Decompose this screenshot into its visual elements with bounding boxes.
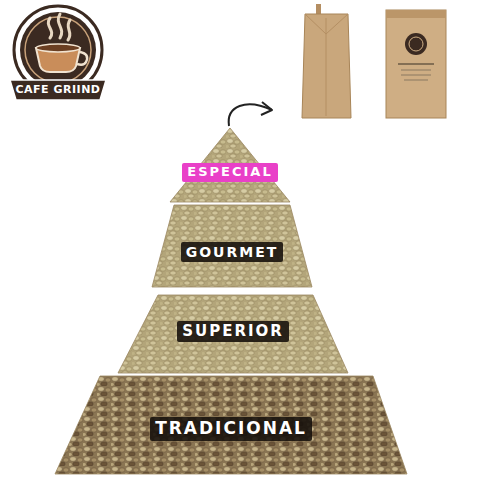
pyramid-tier: TRADICIONAL bbox=[55, 376, 407, 474]
bean-heap bbox=[55, 376, 407, 474]
tier-label-row: GOURMET bbox=[152, 242, 312, 262]
pyramid-tier: GOURMET bbox=[152, 205, 312, 287]
logo bbox=[10, 6, 106, 100]
pyramid-tier: SUPERIOR bbox=[118, 295, 348, 373]
tier-label: GOURMET bbox=[181, 242, 284, 262]
tier-label-row: TRADICIONAL bbox=[55, 417, 407, 441]
tier-label: ESPECIAL bbox=[182, 163, 277, 182]
coffee-bags bbox=[302, 4, 446, 118]
bean-heap bbox=[152, 205, 312, 287]
tier-label-row: SUPERIOR bbox=[118, 321, 348, 342]
bean-heap bbox=[118, 295, 348, 373]
logo-text: CAFE GRIIND bbox=[12, 83, 104, 96]
tier-label: TRADICIONAL bbox=[150, 417, 312, 441]
tier-label-row: ESPECIAL bbox=[170, 161, 290, 182]
pyramid-tier: ESPECIAL bbox=[170, 128, 290, 202]
tier-label: SUPERIOR bbox=[177, 321, 289, 342]
bean-heap bbox=[170, 128, 290, 202]
curved-arrow bbox=[229, 102, 272, 126]
